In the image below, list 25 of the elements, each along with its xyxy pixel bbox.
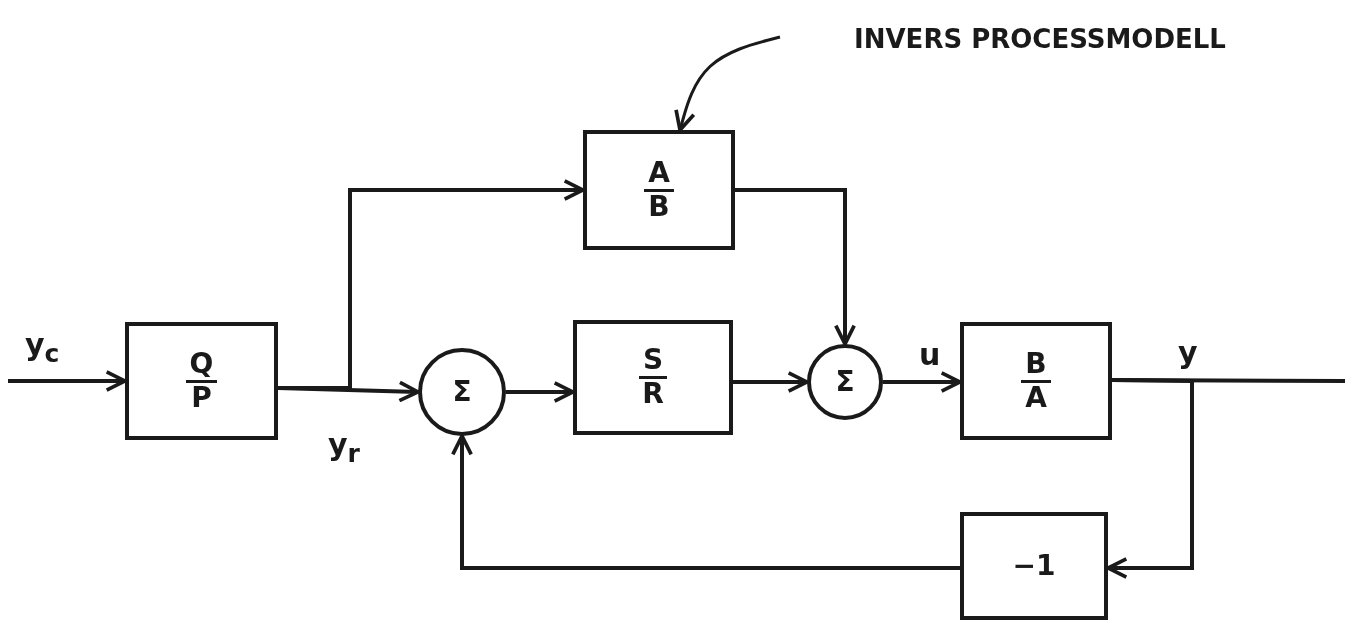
transfer-function-block xyxy=(960,322,1112,440)
denominator: P xyxy=(191,382,212,414)
numerator: A xyxy=(644,157,674,192)
sum-symbol: Σ xyxy=(835,366,855,398)
transfer-function-block xyxy=(573,320,733,435)
arrow xyxy=(506,381,575,403)
denominator: B xyxy=(648,191,670,223)
numerator: S xyxy=(638,345,668,379)
arrow xyxy=(733,371,809,393)
denominator: R xyxy=(642,379,664,410)
arrow xyxy=(8,370,127,392)
transfer-function-block xyxy=(960,512,1108,620)
arrow xyxy=(451,434,960,570)
arrow xyxy=(278,179,585,390)
transfer-function-block xyxy=(583,130,735,250)
numerator: B xyxy=(1021,348,1051,383)
arrow xyxy=(883,371,962,393)
numerator: Q xyxy=(185,348,218,383)
arrow xyxy=(735,188,856,346)
transfer-function-block xyxy=(125,322,278,440)
denominator: A xyxy=(1025,382,1047,414)
gain-label: −1 xyxy=(1012,550,1056,582)
annotation-text: INVERS PROCESSMODELL xyxy=(854,24,1226,54)
sum-symbol: Σ xyxy=(452,376,472,408)
leader-line xyxy=(674,35,781,132)
